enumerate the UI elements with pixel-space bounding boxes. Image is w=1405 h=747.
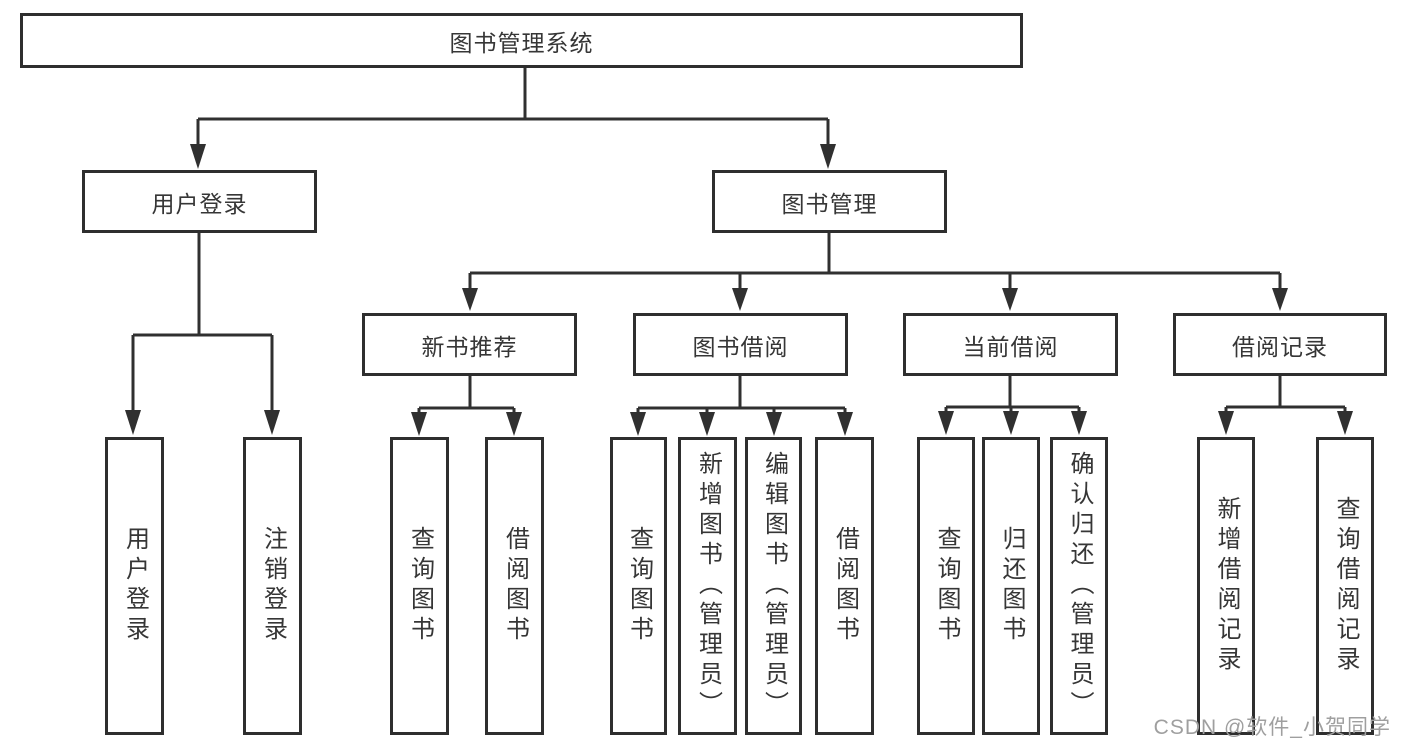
connector-current-borrow-split: [938, 376, 1087, 435]
leaf-return-books: 归还图书: [982, 437, 1040, 735]
node-borrow-records-label: 借阅记录: [1232, 333, 1328, 360]
connector-borrow-records-split: [1218, 376, 1353, 435]
leaf-user-login-label: 用户登录: [121, 526, 149, 646]
leaf-borrow-query-books-label: 查询图书: [625, 526, 653, 646]
leaf-add-books-admin: 新增图书（管理员）: [678, 437, 737, 735]
node-current-borrow: 当前借阅: [903, 313, 1118, 376]
leaf-logout: 注销登录: [243, 437, 302, 735]
leaf-query-borrow-record: 查询借阅记录: [1316, 437, 1374, 735]
connector-user-login-split: [125, 233, 280, 435]
connector-book-borrow-split: [630, 376, 853, 436]
leaf-borrow-query-books: 查询图书: [610, 437, 667, 735]
leaf-confirm-return-admin-label: 确认归还（管理员）: [1066, 451, 1093, 721]
node-user-login-label: 用户登录: [151, 190, 248, 217]
node-user-login: 用户登录: [82, 170, 317, 233]
leaf-edit-books-admin: 编辑图书（管理员）: [745, 437, 802, 735]
node-book-management-label: 图书管理: [781, 190, 878, 217]
leaf-confirm-return-admin: 确认归还（管理员）: [1050, 437, 1108, 735]
leaf-return-books-label: 归还图书: [998, 526, 1025, 646]
leaf-user-login: 用户登录: [105, 437, 164, 735]
leaf-borrow-books: 借阅图书: [815, 437, 874, 735]
leaf-recommend-borrow-books: 借阅图书: [485, 437, 544, 735]
node-root-label: 图书管理系统: [449, 29, 594, 56]
node-new-book-recommend-label: 新书推荐: [421, 333, 518, 360]
connector-root-split: [190, 68, 836, 169]
leaf-query-borrow-record-label: 查询借阅记录: [1332, 496, 1359, 676]
node-book-borrow: 图书借阅: [633, 313, 848, 376]
watermark-text: CSDN @软件_小贺同学: [1153, 716, 1391, 739]
leaf-borrow-books-label: 借阅图书: [831, 526, 859, 646]
leaf-add-borrow-record: 新增借阅记录: [1197, 437, 1255, 735]
node-book-borrow-label: 图书借阅: [692, 333, 789, 360]
leaf-add-books-admin-label: 新增图书（管理员）: [694, 451, 722, 721]
node-new-book-recommend: 新书推荐: [362, 313, 577, 376]
connector-book-management-split: [462, 233, 1288, 311]
node-root: 图书管理系统: [20, 13, 1023, 68]
leaf-current-query-books: 查询图书: [917, 437, 975, 735]
leaf-recommend-query-books-label: 查询图书: [406, 526, 434, 646]
leaf-logout-label: 注销登录: [259, 526, 287, 646]
node-book-management: 图书管理: [712, 170, 947, 233]
node-borrow-records: 借阅记录: [1173, 313, 1387, 376]
leaf-recommend-borrow-books-label: 借阅图书: [501, 526, 529, 646]
leaf-edit-books-admin-label: 编辑图书（管理员）: [760, 451, 788, 721]
leaf-current-query-books-label: 查询图书: [933, 526, 960, 646]
connector-new-book-recommend-split: [411, 376, 522, 436]
leaf-recommend-query-books: 查询图书: [390, 437, 449, 735]
leaf-add-borrow-record-label: 新增借阅记录: [1213, 496, 1240, 676]
node-current-borrow-label: 当前借阅: [962, 333, 1059, 360]
